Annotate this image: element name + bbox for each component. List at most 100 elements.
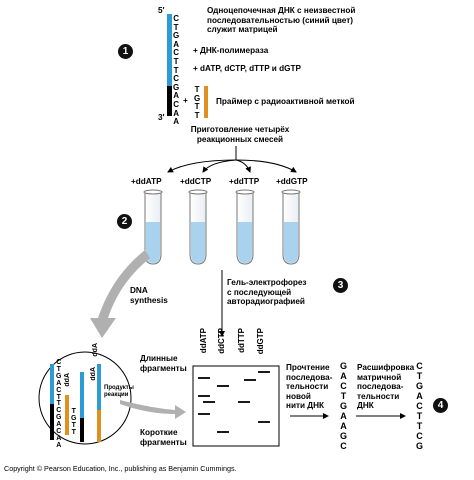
base-letter: T bbox=[173, 56, 179, 66]
short-fragments-label: Короткие фрагменты bbox=[140, 428, 187, 447]
template-strand-3end bbox=[167, 86, 172, 116]
base-letter: T bbox=[56, 365, 61, 373]
primer-strand bbox=[204, 86, 208, 118]
gel-bands bbox=[198, 371, 270, 433]
tube-ddgtp bbox=[281, 189, 301, 265]
base-letter: T bbox=[416, 421, 423, 431]
base-letter: A bbox=[56, 434, 62, 442]
base-letter: T bbox=[56, 400, 61, 408]
tube-label-ddgtp: +ddGTP bbox=[276, 177, 308, 186]
lane-label-ddctp: ddCTP bbox=[217, 328, 226, 354]
polymerase-label: + ДНК-полимераза bbox=[193, 46, 269, 55]
base-letter: T bbox=[71, 429, 76, 436]
base-letter: G bbox=[173, 82, 180, 92]
base-letter: A bbox=[173, 91, 179, 101]
primer-label: Праймер с радиоактивной меткой bbox=[216, 97, 355, 106]
lane-label-ddttp: ddTTP bbox=[237, 328, 246, 353]
base-letter: T bbox=[416, 371, 423, 381]
base-letter: C bbox=[56, 407, 62, 415]
base-letter: T bbox=[56, 393, 61, 401]
three-prime-label: 3′ bbox=[158, 113, 165, 122]
gel-label: Гель-электрофорез с последующей авторади… bbox=[227, 278, 307, 307]
dntp-label: + dATP, dCTP, dTTP и dGTP bbox=[193, 64, 301, 73]
base-letter: A bbox=[416, 391, 423, 401]
base-letter: C bbox=[173, 14, 179, 23]
base-letter: C bbox=[56, 359, 62, 366]
base-letter: T bbox=[71, 422, 76, 429]
base-letter: C bbox=[173, 48, 179, 58]
base-letter: T bbox=[416, 411, 423, 421]
five-prime-label: 5′ bbox=[158, 6, 165, 15]
zoom-dda-label-3: ddA bbox=[92, 343, 99, 357]
base-letter: C bbox=[56, 386, 62, 394]
base-letter: A bbox=[340, 411, 347, 421]
step-badge-2: 2 bbox=[117, 214, 132, 229]
template-strand bbox=[167, 14, 172, 86]
base-letter: A bbox=[56, 421, 62, 429]
base-letter: G bbox=[416, 381, 424, 391]
base-letter: G bbox=[173, 31, 180, 41]
base-letter: T bbox=[173, 22, 179, 32]
base-letter: G bbox=[194, 93, 201, 103]
base-letter: C bbox=[173, 99, 179, 109]
step-badge-3: 3 bbox=[333, 278, 348, 293]
base-letter: A bbox=[340, 371, 347, 381]
base-letter: C bbox=[416, 361, 423, 371]
step-badge-4: 4 bbox=[433, 398, 448, 413]
gel bbox=[192, 365, 280, 447]
base-letter: G bbox=[340, 361, 348, 371]
tube-label-ddctp: +ddCTP bbox=[180, 177, 212, 186]
base-letter: C bbox=[340, 441, 347, 451]
base-letter: G bbox=[340, 401, 348, 411]
reading-label: Прочтение последова- тельности новой нит… bbox=[286, 363, 333, 411]
base-letter: T bbox=[71, 408, 76, 415]
base-letter: C bbox=[416, 431, 423, 441]
base-letter: A bbox=[340, 421, 347, 431]
zoom-circle bbox=[38, 351, 132, 445]
long-fragments-label: Длинные фрагменты bbox=[140, 354, 187, 373]
zoom-dda-label-2: ddA bbox=[90, 367, 97, 381]
base-letter: A bbox=[56, 379, 62, 387]
step-badge-1: 1 bbox=[118, 44, 133, 59]
base-letter: G bbox=[56, 372, 62, 380]
gray-arrow-to-zoom bbox=[90, 250, 150, 338]
base-letter: T bbox=[340, 391, 347, 401]
tube-label-ddatp: +ddATP bbox=[131, 177, 162, 186]
base-letter: T bbox=[194, 85, 200, 94]
template-description: Одноцепочечная ДНК с неизвестной последо… bbox=[207, 6, 356, 35]
base-letter: C bbox=[173, 74, 179, 84]
base-letter: A bbox=[56, 441, 62, 449]
dna-synthesis-label: DNA synthesis bbox=[130, 286, 168, 305]
base-letter: T bbox=[194, 102, 200, 112]
base-letter: G bbox=[56, 414, 62, 422]
base-letter: C bbox=[56, 428, 62, 436]
copyright: Copyright © Pearson Education, Inc., pub… bbox=[4, 464, 237, 473]
base-letter: T bbox=[194, 110, 200, 120]
base-letter: C bbox=[340, 381, 347, 391]
base-letter: A bbox=[173, 117, 179, 127]
tube-label-ddttp: +ddTTP bbox=[229, 177, 260, 186]
tube-ddctp bbox=[188, 189, 208, 265]
tube-ddttp bbox=[235, 189, 255, 265]
base-letter: T bbox=[173, 65, 179, 75]
base-letter: G bbox=[340, 431, 348, 441]
mixes-label: Приготовление четырёх реакционных смесей bbox=[190, 125, 290, 144]
lane-label-ddgtp: ddGTP bbox=[256, 328, 265, 355]
base-letter: G bbox=[416, 441, 424, 451]
base-letter: G bbox=[71, 415, 77, 422]
decoding-label: Расшифровка матричной последова- тельнос… bbox=[357, 363, 415, 411]
base-letter: C bbox=[416, 401, 423, 411]
tube-ddatp bbox=[143, 189, 163, 265]
base-letter: A bbox=[173, 39, 179, 49]
lane-label-ddatp: ddATP bbox=[199, 328, 208, 354]
zoom-dda-label-1: ddA bbox=[64, 373, 71, 387]
plus-primer: + bbox=[183, 96, 188, 105]
